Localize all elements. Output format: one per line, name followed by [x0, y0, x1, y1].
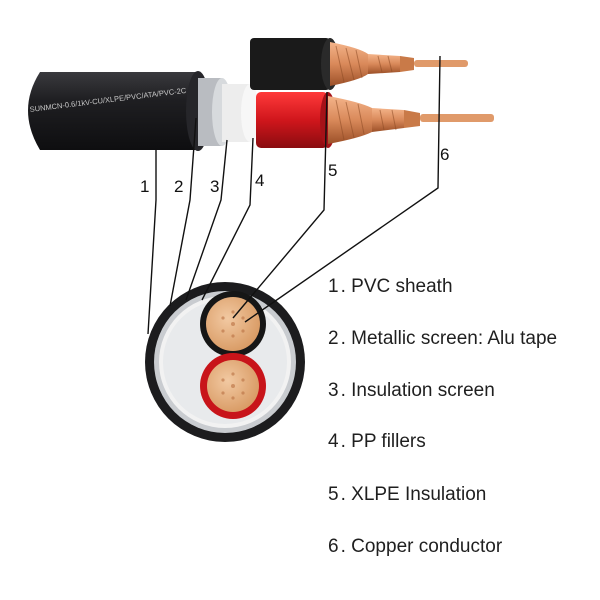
legend-label: PVC sheath — [351, 276, 453, 297]
leader-lines — [147, 55, 441, 335]
callout-number-3: 3 — [210, 177, 219, 196]
callout-number-6: 6 — [440, 145, 449, 164]
black-core-copper-strands — [330, 42, 368, 86]
leader-line-1 — [147, 150, 157, 335]
legend-number: 3 — [328, 380, 339, 401]
callout-number-1: 1 — [140, 177, 149, 196]
leader-line-4 — [201, 137, 254, 301]
callout-number-4: 4 — [255, 171, 264, 190]
legend-label: Metallic screen: Alu tape — [351, 328, 558, 349]
legend-number: 4 — [328, 431, 339, 452]
black-core-wire-tip — [414, 60, 468, 67]
cable-cross-section — [145, 282, 305, 442]
legend-label: XLPE Insulation — [351, 484, 487, 505]
legend-item-xlpe-insulation: 5. XLPE Insulation — [328, 484, 487, 505]
legend-item-pvc-sheath: 1. PVC sheath — [328, 276, 453, 297]
legend-item-insulation-screen: 3. Insulation screen — [328, 380, 495, 401]
legend-item-metallic-screen: 2. Metallic screen: Alu tape — [328, 328, 558, 349]
leader-line-6 — [244, 55, 441, 323]
callout-number-5: 5 — [328, 161, 337, 180]
legend-label: PP fillers — [351, 431, 426, 452]
pvc-sheath-body — [28, 72, 198, 150]
legend-number: 6 — [328, 536, 339, 557]
legend-item-pp-fillers: 4. PP fillers — [328, 431, 426, 452]
cable-side-view: SUNMCN-0.6/1kV-CU/XLPE/PVC/ATA/PVC-2C — [28, 38, 494, 151]
legend-number: 2 — [328, 328, 339, 349]
legend-item-copper-conductor: 6. Copper conductor — [328, 536, 503, 557]
legend-number: 5 — [328, 484, 339, 505]
legend-label: Copper conductor — [351, 536, 503, 557]
legend-number: 1 — [328, 276, 339, 297]
callout-number-2: 2 — [174, 177, 183, 196]
red-core-insulation — [256, 92, 328, 148]
leader-line-5 — [232, 91, 328, 319]
red-core-wire-tip — [420, 114, 494, 122]
leader-line-3 — [185, 139, 228, 301]
leader-line-2 — [169, 117, 197, 307]
black-core-insulation — [250, 38, 330, 90]
legend-label: Insulation screen — [351, 380, 495, 401]
